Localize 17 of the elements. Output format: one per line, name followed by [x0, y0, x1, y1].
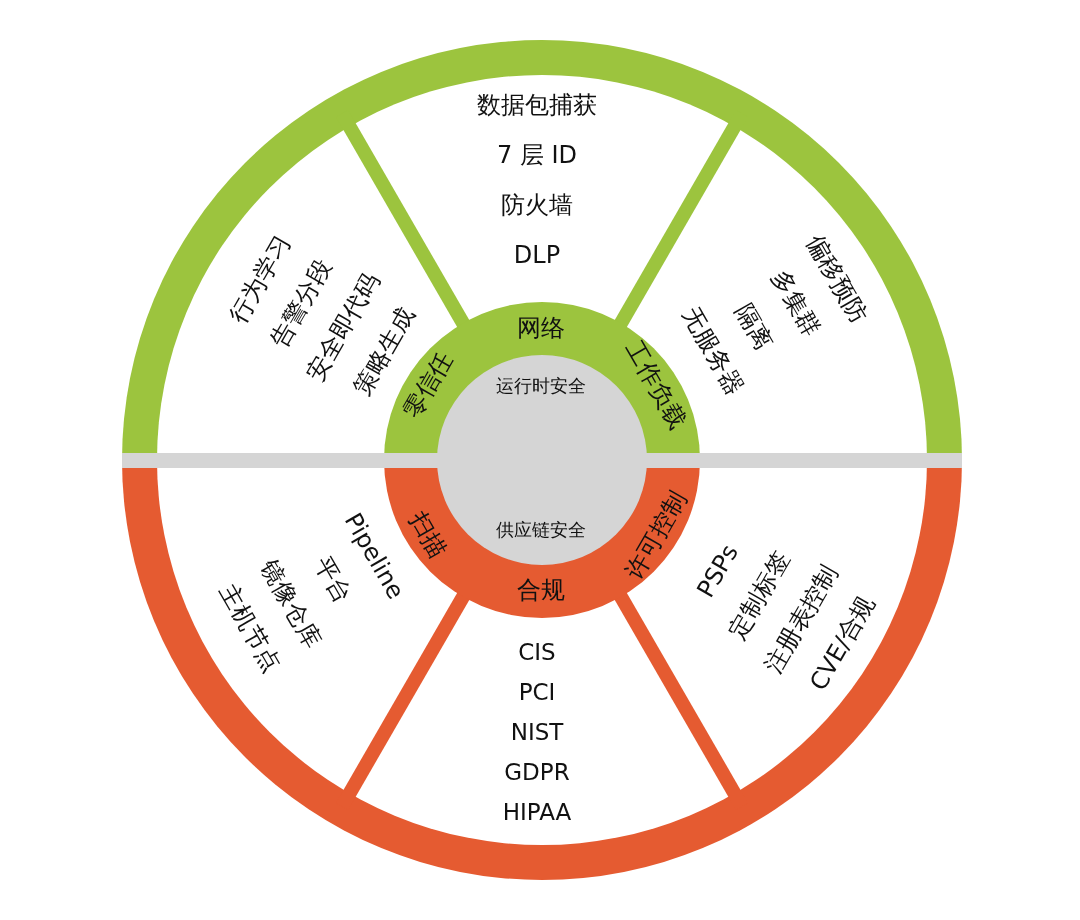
item-label: NIST: [509, 718, 565, 747]
item-label: PCI: [517, 678, 557, 707]
ring-label: 运行时安全: [496, 374, 586, 398]
item-label: DLP: [512, 240, 562, 271]
item-label: 防火墙: [500, 190, 574, 221]
ring-label: 扫描: [402, 506, 454, 564]
item-label: 7 层 ID: [495, 140, 579, 171]
ring-label: 网络: [517, 312, 565, 344]
item-label: GDPR: [503, 758, 571, 787]
item-label: HIPAA: [502, 798, 572, 827]
ring-label: 合规: [517, 574, 565, 606]
ring-label: 供应链安全: [496, 518, 586, 542]
item-label: 隔离: [730, 298, 780, 357]
item-label: 数据包捕获: [477, 90, 597, 121]
item-label: CIS: [517, 638, 557, 667]
ring-label: 许可控制: [618, 485, 694, 585]
ring-label: 工作负载: [618, 335, 694, 435]
